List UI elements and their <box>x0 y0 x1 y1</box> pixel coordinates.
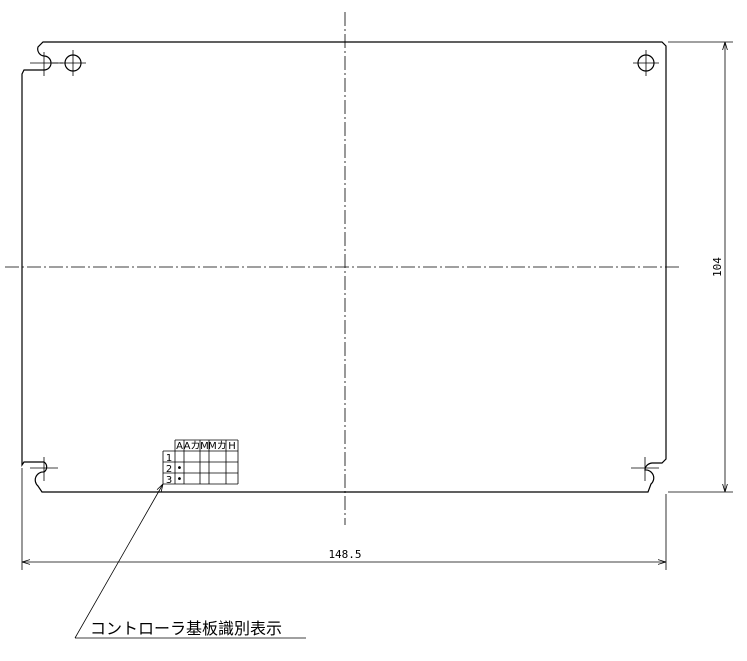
height-dimension-label: 104 <box>711 257 724 277</box>
width-dimension: 148.5 <box>21 468 667 570</box>
table-column-header: A <box>176 441 183 452</box>
table-column-header: M <box>200 441 209 452</box>
mounting-hole <box>633 50 659 76</box>
table-column-header: Mカ <box>208 440 227 452</box>
width-dimension-label: 148.5 <box>328 548 361 561</box>
table-column-header: Aカ <box>184 440 201 452</box>
table-mark: • <box>177 463 183 474</box>
table-column-header: H <box>228 441 236 452</box>
table-mark: • <box>177 474 183 485</box>
table-row-label: 2 <box>166 464 172 475</box>
notch-center-mark <box>30 52 659 481</box>
table-row-label: 1 <box>166 453 172 464</box>
table-row-label: 3 <box>166 475 172 486</box>
leader-note: コントローラ基板識別表示 <box>90 619 282 638</box>
mounting-hole <box>60 50 86 76</box>
height-dimension: 104 <box>668 41 733 493</box>
leader: コントローラ基板識別表示 <box>74 484 306 639</box>
